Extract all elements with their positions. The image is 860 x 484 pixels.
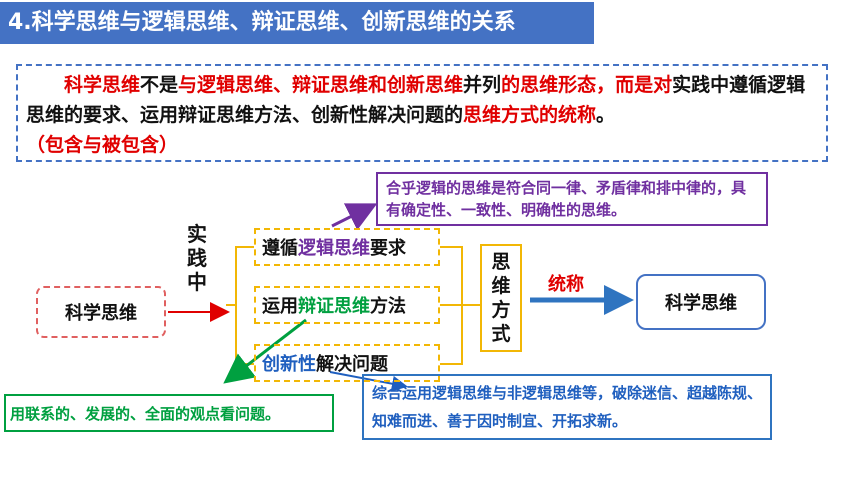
practice-char: 中	[187, 270, 207, 294]
mode-char: 维	[491, 275, 511, 297]
mode-char: 式	[491, 323, 511, 345]
def-note: （包含与被包含）	[26, 134, 179, 156]
practice-label: 实 践 中	[182, 222, 212, 294]
science-thinking-source: 科学思维	[36, 286, 166, 338]
arrow-creative-note	[329, 371, 408, 392]
definition-box: 科学思维不是与逻辑思维、辩证思维和创新思维并列的思维形态，而是对实践中遵循逻辑思…	[16, 64, 828, 162]
mode-char: 方	[491, 299, 511, 321]
right-bracket	[440, 246, 480, 365]
page-title: 4.科学思维与逻辑思维、辩证思维、创新思维的关系	[0, 2, 594, 44]
practice-char: 践	[187, 246, 207, 270]
branch-text: 要求	[370, 238, 406, 259]
science-thinking-target: 科学思维	[636, 274, 766, 330]
arrow-logic-note	[331, 203, 378, 231]
note-creative: 综合运用逻辑思维与非逻辑思维等，破除迷信、超越陈规、知难而进、善于因时制宜、开拓…	[362, 374, 772, 440]
link-label: 统称	[548, 274, 584, 295]
branch-dialectic: 运用辩证思维方法	[254, 286, 440, 324]
branch-text: 解决问题	[316, 354, 388, 375]
def-text: 不是	[140, 74, 179, 96]
practice-char: 实	[187, 222, 207, 246]
arrow-dialectic-note	[223, 318, 307, 384]
branch-key: 创新性	[262, 354, 316, 375]
note-dialectic: 用联系的、发展的、全面的观点看问题。	[4, 394, 334, 432]
branch-text: 方法	[370, 296, 406, 317]
def-term: 与逻辑思维、辩证思维和创新思维	[178, 74, 464, 96]
def-term: 科学思维	[64, 74, 141, 96]
note-logic: 合乎逻辑的思维是符合同一律、矛盾律和排中律的，具有确定性、一致性、明确性的思维。	[376, 172, 768, 226]
left-bracket	[226, 246, 254, 365]
branch-creative: 创新性解决问题	[254, 344, 440, 382]
branch-key: 逻辑思维	[298, 238, 370, 259]
branch-logic: 遵循逻辑思维要求	[254, 228, 440, 266]
def-text: 。	[596, 104, 616, 126]
branch-text: 遵循	[262, 238, 298, 259]
def-text: 并列	[463, 74, 502, 96]
def-term: 的思维形态，而是对	[501, 74, 673, 96]
thinking-mode-box: 思 维 方 式	[480, 244, 522, 352]
branch-key: 辩证思维	[298, 296, 370, 317]
def-text: 实践中遵循逻辑思维的要求、运用辩证思维方法、创新性解决问题的	[26, 74, 806, 126]
branch-text: 运用	[262, 296, 298, 317]
mode-char: 思	[491, 251, 511, 273]
def-term: 思维方式的统称	[463, 104, 597, 126]
